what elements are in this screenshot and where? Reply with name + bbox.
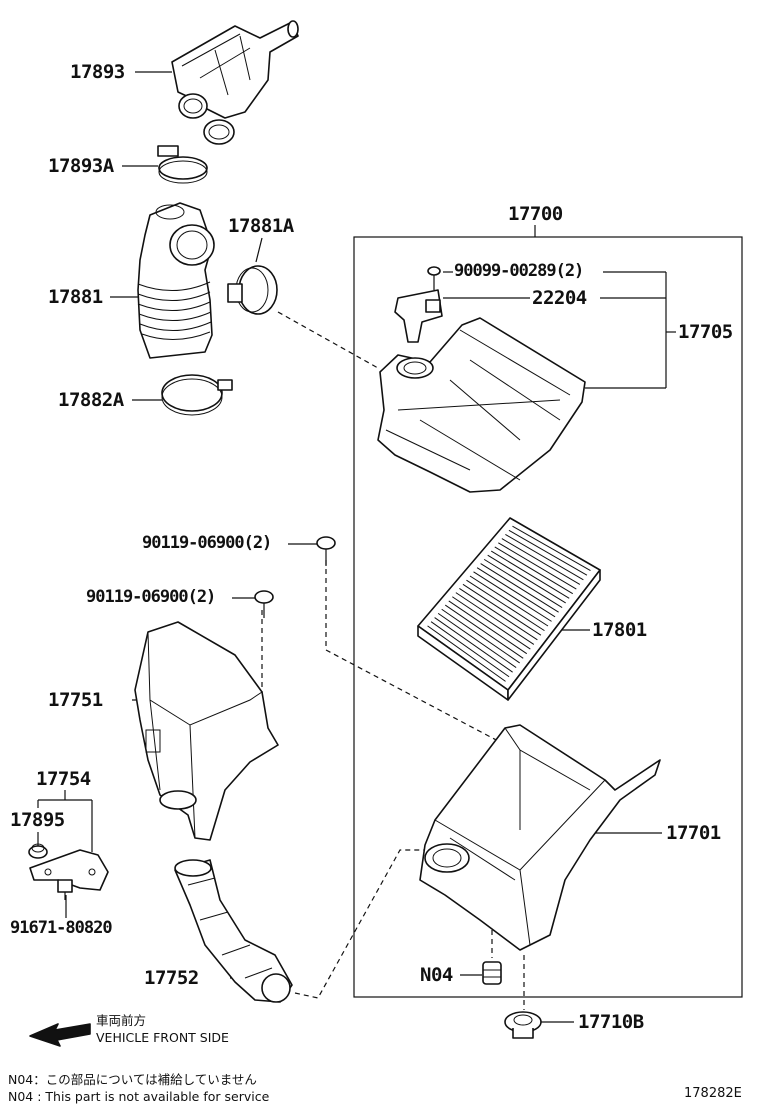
label-17893: 17893 xyxy=(70,61,125,83)
part-17801-filter xyxy=(417,517,601,701)
front-direction-arrow-icon xyxy=(29,1023,91,1047)
filter-pleat xyxy=(490,550,570,599)
filter-pleat xyxy=(498,542,577,590)
part-17893a-clamp xyxy=(157,145,208,184)
filter-pleat xyxy=(487,554,566,604)
diagram-code: 178282E xyxy=(684,1086,742,1101)
filter-pleat xyxy=(501,538,581,585)
filter-pleat xyxy=(448,600,528,655)
part-17705-cleaner-cap xyxy=(377,317,586,493)
filter-pleat xyxy=(462,583,542,636)
filter-pleat xyxy=(444,604,524,659)
label-17881a: 17881A xyxy=(228,215,294,237)
part-90119-bolt-b xyxy=(254,590,274,618)
part-17751-resonator xyxy=(134,621,279,841)
filter-pleat xyxy=(508,529,588,576)
label-17701: 17701 xyxy=(666,822,721,844)
label-90099-00289: 90099-00289(2) xyxy=(454,261,584,281)
filter-pleat xyxy=(441,608,520,664)
filter-pleat xyxy=(455,592,535,645)
filter-pleat xyxy=(476,567,556,618)
part-17882a-clamp xyxy=(161,374,233,416)
part-90119-bolt-a xyxy=(316,536,336,566)
part-17881a-clamp xyxy=(227,265,278,315)
part-n04-grommet xyxy=(482,961,502,985)
label-17882a: 17882A xyxy=(58,389,124,411)
label-17895: 17895 xyxy=(10,809,65,831)
label-17751: 17751 xyxy=(48,689,103,711)
part-17893-intake-duct xyxy=(171,20,299,145)
part-17754-bracket xyxy=(29,849,109,891)
label-90119-06900-b: 90119-06900(2) xyxy=(86,587,216,607)
filter-pleat xyxy=(505,534,584,581)
part-90099-screw xyxy=(427,266,441,290)
label-17752: 17752 xyxy=(144,967,199,989)
part-22204-sensor xyxy=(394,289,443,343)
filter-pleat xyxy=(512,525,591,572)
note-n04-en: N04 : This part is not available for ser… xyxy=(8,1089,270,1104)
filter-pleat xyxy=(434,617,513,673)
part-17752-inlet-duct xyxy=(174,859,293,1003)
label-17710b: 17710B xyxy=(578,1011,644,1033)
label-90119-06900-a: 90119-06900(2) xyxy=(142,533,272,553)
filter-pleat xyxy=(459,588,538,641)
vehicle-front-jp: 車両前方 xyxy=(96,1013,147,1028)
note-n04-jp: N04：この部品については補給していません xyxy=(8,1072,257,1087)
label-17893a: 17893A xyxy=(48,155,114,177)
label-17754: 17754 xyxy=(36,768,91,790)
part-17895-grommet xyxy=(28,843,48,859)
label-n04: N04 xyxy=(420,964,453,986)
label-17801: 17801 xyxy=(592,619,647,641)
label-22204: 22204 xyxy=(532,287,587,309)
label-17881: 17881 xyxy=(48,286,103,308)
filter-pleat xyxy=(469,575,549,627)
filter-pleat xyxy=(430,621,510,678)
filter-pleat xyxy=(480,563,559,613)
part-17881-hose xyxy=(137,202,215,359)
label-17700: 17700 xyxy=(508,203,563,225)
filter-pleat xyxy=(494,546,574,595)
part-17710b-grommet xyxy=(504,1011,542,1039)
vehicle-front-en: VEHICLE FRONT SIDE xyxy=(96,1030,229,1045)
filter-pleat xyxy=(483,558,563,608)
filter-pleat xyxy=(466,579,545,632)
label-17705: 17705 xyxy=(678,321,733,343)
filter-pleat xyxy=(437,612,517,668)
part-17701-cleaner-case xyxy=(419,724,661,951)
label-91671-80820: 91671-80820 xyxy=(10,918,113,938)
filter-pleat xyxy=(452,596,531,650)
filter-pleat xyxy=(473,571,552,622)
filter-pleat xyxy=(427,625,506,682)
part-91671-bolt xyxy=(57,879,73,900)
